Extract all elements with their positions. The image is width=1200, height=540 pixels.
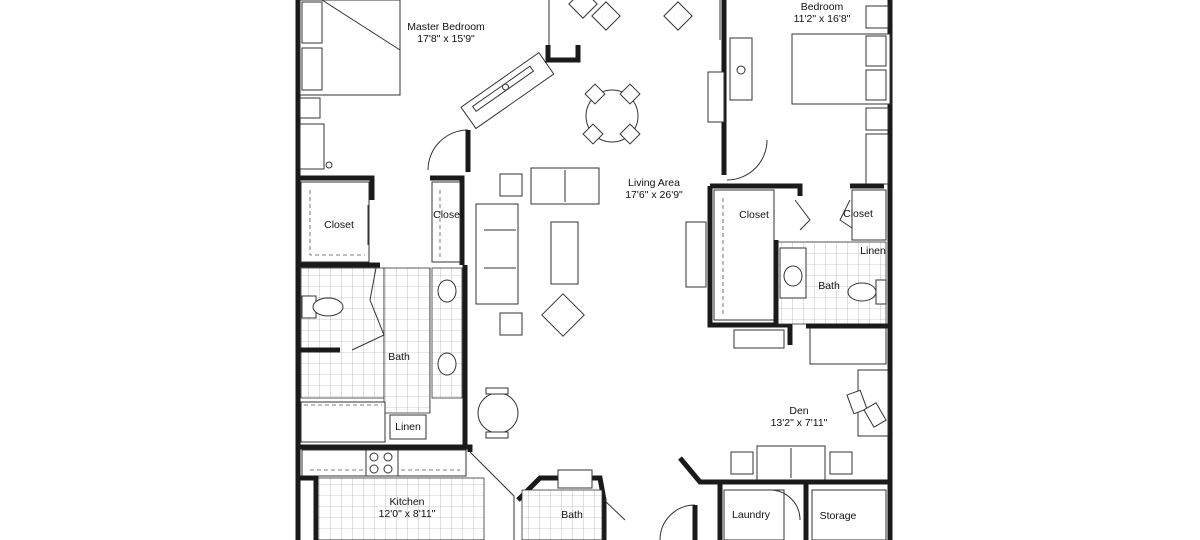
- kitchen-bath: [298, 444, 626, 540]
- sofa-icon: [475, 203, 519, 305]
- room-dims: 17'6" x 26'9": [625, 189, 683, 201]
- room-name: Kitchen: [389, 496, 425, 508]
- master-bath: [298, 265, 468, 447]
- room-label-closet: Closet: [433, 209, 463, 221]
- room-label-bath: Bath: [388, 351, 410, 363]
- sink-icon: [437, 352, 457, 376]
- room-name: Bath: [561, 509, 583, 521]
- room-label-linen: Linen: [395, 421, 421, 433]
- bedroom-closets-bath: [685, 183, 890, 365]
- room-name: Living Area: [628, 177, 680, 189]
- room-name: Bedroom: [800, 1, 844, 13]
- room-name: Closet: [739, 209, 769, 221]
- toilet-icon: [847, 282, 877, 302]
- room-label-den: Den 13'2" x 7'11": [771, 405, 828, 429]
- room-label-linen: Linen: [860, 245, 886, 257]
- laundry-storage: [659, 482, 887, 540]
- master-bedroom-furniture: [299, 0, 693, 172]
- coffee-table: [550, 221, 579, 285]
- room-name: Closet: [324, 219, 354, 231]
- room-name: Bath: [818, 280, 840, 292]
- room-name: Linen: [395, 421, 421, 433]
- room-label-storage: Storage: [820, 510, 857, 522]
- room-name: Laundry: [732, 509, 770, 521]
- bedroom-furniture: [707, 0, 891, 185]
- room-label-bath: Bath: [561, 509, 583, 521]
- room-name: Closet: [843, 208, 873, 220]
- den-furniture: [678, 369, 890, 485]
- room-label-closet: Closet: [324, 219, 354, 231]
- room-label-master-bedroom: Master Bedroom 17'8" x 15'9": [407, 21, 485, 45]
- room-label-closet: Closet: [843, 208, 873, 220]
- nightstand-icon: [299, 97, 321, 119]
- shower-icon: [300, 401, 386, 443]
- room-name: Linen: [860, 245, 886, 257]
- shower-icon: [809, 327, 887, 365]
- bedroom-bed: [791, 33, 891, 105]
- room-name: Bath: [388, 351, 410, 363]
- room-dims: 13'2" x 7'11": [770, 417, 828, 429]
- master-closets: [298, 175, 465, 268]
- room-name: Storage: [819, 510, 857, 522]
- room-dims: 11'2" x 16'8": [793, 13, 851, 25]
- room-label-laundry: Laundry: [732, 509, 770, 521]
- room-label-living-area: Living Area 17'6" x 26'9": [625, 177, 683, 201]
- sink-icon: [783, 265, 803, 287]
- toilet-icon: [312, 297, 344, 317]
- room-label-bedroom: Bedroom 11'2" x 16'8": [794, 1, 851, 25]
- round-table: [477, 392, 519, 434]
- room-name: Master Bedroom: [407, 21, 485, 33]
- room-name: Closet: [433, 209, 463, 221]
- room-label-closet: Closet: [739, 209, 769, 221]
- room-name: Den: [789, 405, 809, 417]
- room-label-bath: Bath: [818, 280, 840, 292]
- sink-icon: [437, 279, 457, 303]
- room-label-kitchen: Kitchen 12'0" x 8'11": [379, 496, 436, 520]
- room-dims: 12'0" x 8'11": [378, 508, 436, 520]
- room-dims: 17'8" x 15'9": [417, 33, 475, 45]
- living-furniture: [475, 83, 641, 439]
